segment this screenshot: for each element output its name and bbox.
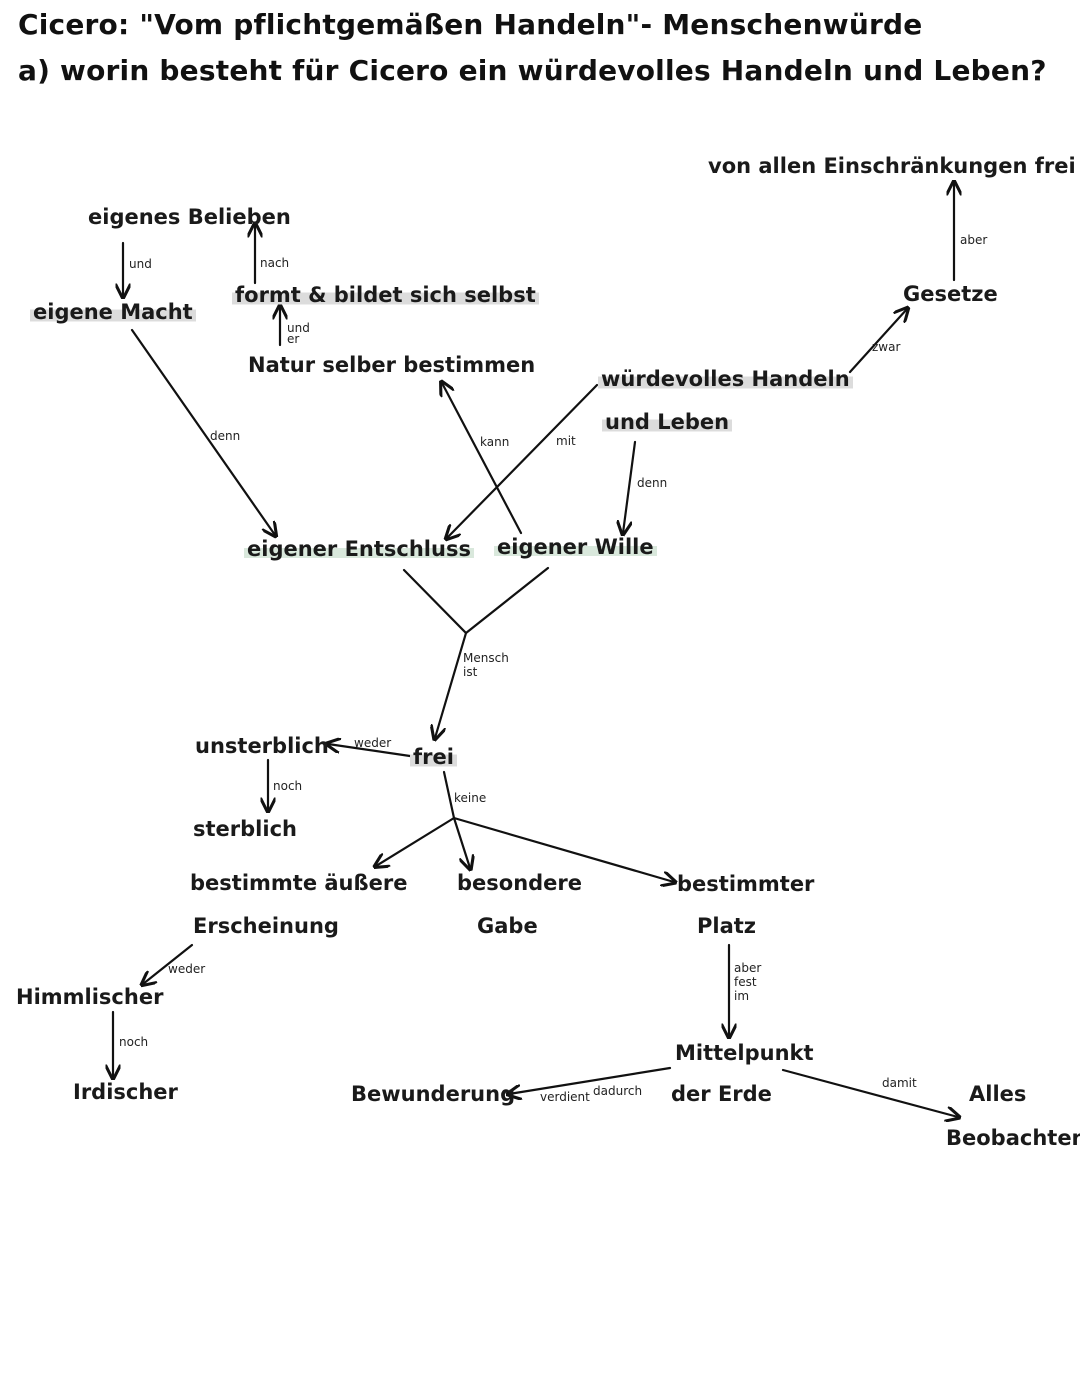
node-natur-bestimmen: Natur selber bestimmen xyxy=(248,353,536,377)
node-der-erde: der Erde xyxy=(671,1082,772,1106)
connector-split-erscheinung xyxy=(376,816,456,866)
edge-label-aber-fest-im-2: fest xyxy=(734,975,757,989)
edge-label-und: und xyxy=(129,257,152,271)
node-eigener-wille: eigener Wille xyxy=(494,535,657,560)
edge-label-denn-2: denn xyxy=(637,476,668,490)
node-eigener-entschluss: eigener Entschluss xyxy=(244,537,474,562)
edge-label-aber-fest-im-3: im xyxy=(734,989,750,1003)
edge-label-noch-2: noch xyxy=(119,1035,149,1049)
edge-label-zwar: zwar xyxy=(872,340,901,354)
title-line-1: Cicero: "Vom pflichtgemäßen Handeln"- Me… xyxy=(18,8,923,41)
node-besondere: besondere xyxy=(457,871,583,895)
edge-label-nach: nach xyxy=(260,256,290,270)
node-wuerdevolles-handeln: würdevolles Handeln xyxy=(598,367,853,392)
node-bestimmte-aeussere: bestimmte äußere xyxy=(190,871,408,895)
edge-label-aber-fest-im-1: aber xyxy=(734,961,762,975)
node-himmlischer: Himmlischer xyxy=(16,985,164,1009)
node-eigenes-belieben: eigenes Belieben xyxy=(88,205,291,229)
connector-erscheinung-himmlischer xyxy=(143,943,194,984)
edge-label-weder-1: weder xyxy=(354,736,392,750)
edge-label-damit: damit xyxy=(882,1076,917,1090)
connector-split-platz xyxy=(452,816,674,882)
connector-mittelpunkt-bewunderung xyxy=(509,1066,672,1094)
connector-wuerdevolles-gesetze xyxy=(848,309,907,374)
node-alles: Alles xyxy=(969,1082,1027,1106)
edge-label-denn-1: denn xyxy=(210,429,241,443)
node-von-allen-einschraenkungen: von allen Einschränkungen frei xyxy=(708,154,1076,178)
connector-wille-natur xyxy=(442,383,523,535)
edge-label-noch-1: noch xyxy=(273,779,303,793)
edge-label-verdient: verdient xyxy=(540,1090,590,1104)
connector-frei-unsterblich xyxy=(328,744,412,758)
edge-label-ist: ist xyxy=(463,665,478,679)
edge-label-dadurch: dadurch xyxy=(593,1084,643,1098)
node-bestimmter: bestimmter xyxy=(677,872,815,896)
connector-frei-split xyxy=(442,770,456,820)
edge-label-weder-2: weder xyxy=(168,962,206,976)
connector-macht-entschluss xyxy=(130,328,275,535)
connector-wuerdevolles-entschluss xyxy=(447,383,599,538)
node-und-leben: und Leben xyxy=(602,410,733,435)
edge-label-mit: mit xyxy=(556,434,576,448)
connector-wuerdevolles-wille xyxy=(623,440,637,533)
edge-label-und-er-2: er xyxy=(287,332,300,346)
node-sterblich: sterblich xyxy=(193,817,297,841)
node-platz: Platz xyxy=(697,914,757,938)
node-frei: frei xyxy=(410,745,457,770)
edge-label-keine: keine xyxy=(454,791,487,805)
node-bewunderung: Bewunderung xyxy=(351,1082,516,1106)
node-mittelpunkt: Mittelpunkt xyxy=(675,1041,814,1065)
node-erscheinung: Erscheinung xyxy=(193,914,339,938)
edge-label-aber: aber xyxy=(960,233,988,247)
node-irdischer: Irdischer xyxy=(73,1080,178,1104)
connector-split-gabe xyxy=(452,816,470,868)
node-formt-bildet: formt & bildet sich selbst xyxy=(232,283,539,308)
node-gesetze: Gesetze xyxy=(903,282,998,306)
node-unsterblich: unsterblich xyxy=(195,734,329,758)
node-eigene-macht: eigene Macht xyxy=(30,300,196,325)
node-beobachten: Beobachten xyxy=(946,1126,1080,1150)
edge-label-mensch: Mensch xyxy=(463,651,509,665)
node-gabe: Gabe xyxy=(477,914,538,938)
connector-merge-frei xyxy=(435,631,468,738)
title-line-2: a) worin besteht für Cicero ein würdevol… xyxy=(18,54,1047,87)
edge-label-und-er-1: und xyxy=(287,321,310,335)
connector-mittelpunkt-alles xyxy=(781,1068,958,1117)
edge-label-kann: kann xyxy=(480,435,510,449)
connector-merge xyxy=(402,566,550,635)
